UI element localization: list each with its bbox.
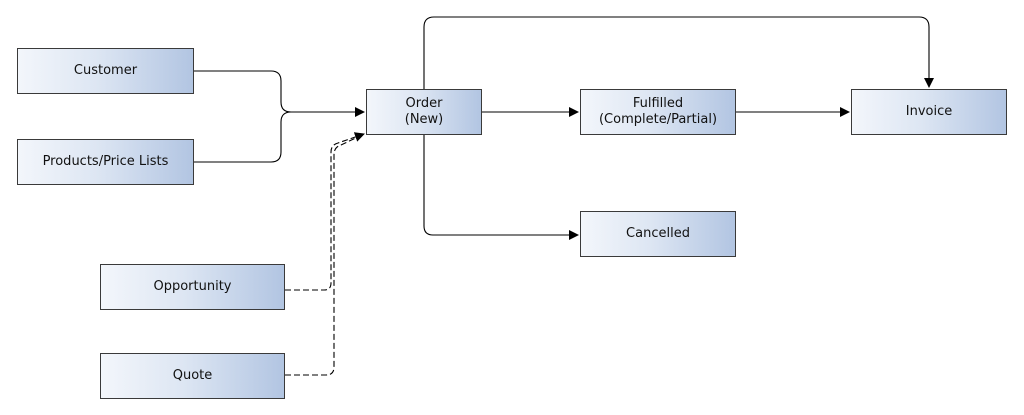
node-label: Cancelled [626, 226, 690, 241]
node-label: Order (New) [404, 96, 444, 127]
node-label: Products/Price Lists [42, 154, 169, 169]
edge-order-to-cancelled [423, 135, 579, 240]
edge-quote-to-order [285, 133, 365, 376]
node-quote[interactable]: Quote [100, 353, 285, 399]
node-label: Opportunity [153, 279, 232, 294]
edge-order-to-invoice [423, 16, 934, 89]
edge-opportunity-to-order [285, 132, 365, 291]
node-label: Customer [73, 63, 138, 78]
node-label: Invoice [905, 104, 953, 119]
node-label: Quote [172, 368, 213, 383]
node-order-new[interactable]: Order (New) [366, 89, 482, 135]
node-cancelled[interactable]: Cancelled [580, 211, 736, 257]
node-invoice[interactable]: Invoice [851, 89, 1007, 135]
node-opportunity[interactable]: Opportunity [100, 264, 285, 310]
node-products-price-lists[interactable]: Products/Price Lists [17, 139, 194, 185]
edge-products-to-order [194, 107, 365, 163]
node-label: Fulfilled (Complete/Partial) [598, 96, 718, 127]
edge-customer-to-order [194, 70, 364, 113]
node-fulfilled[interactable]: Fulfilled (Complete/Partial) [580, 89, 736, 135]
node-customer[interactable]: Customer [17, 48, 194, 94]
